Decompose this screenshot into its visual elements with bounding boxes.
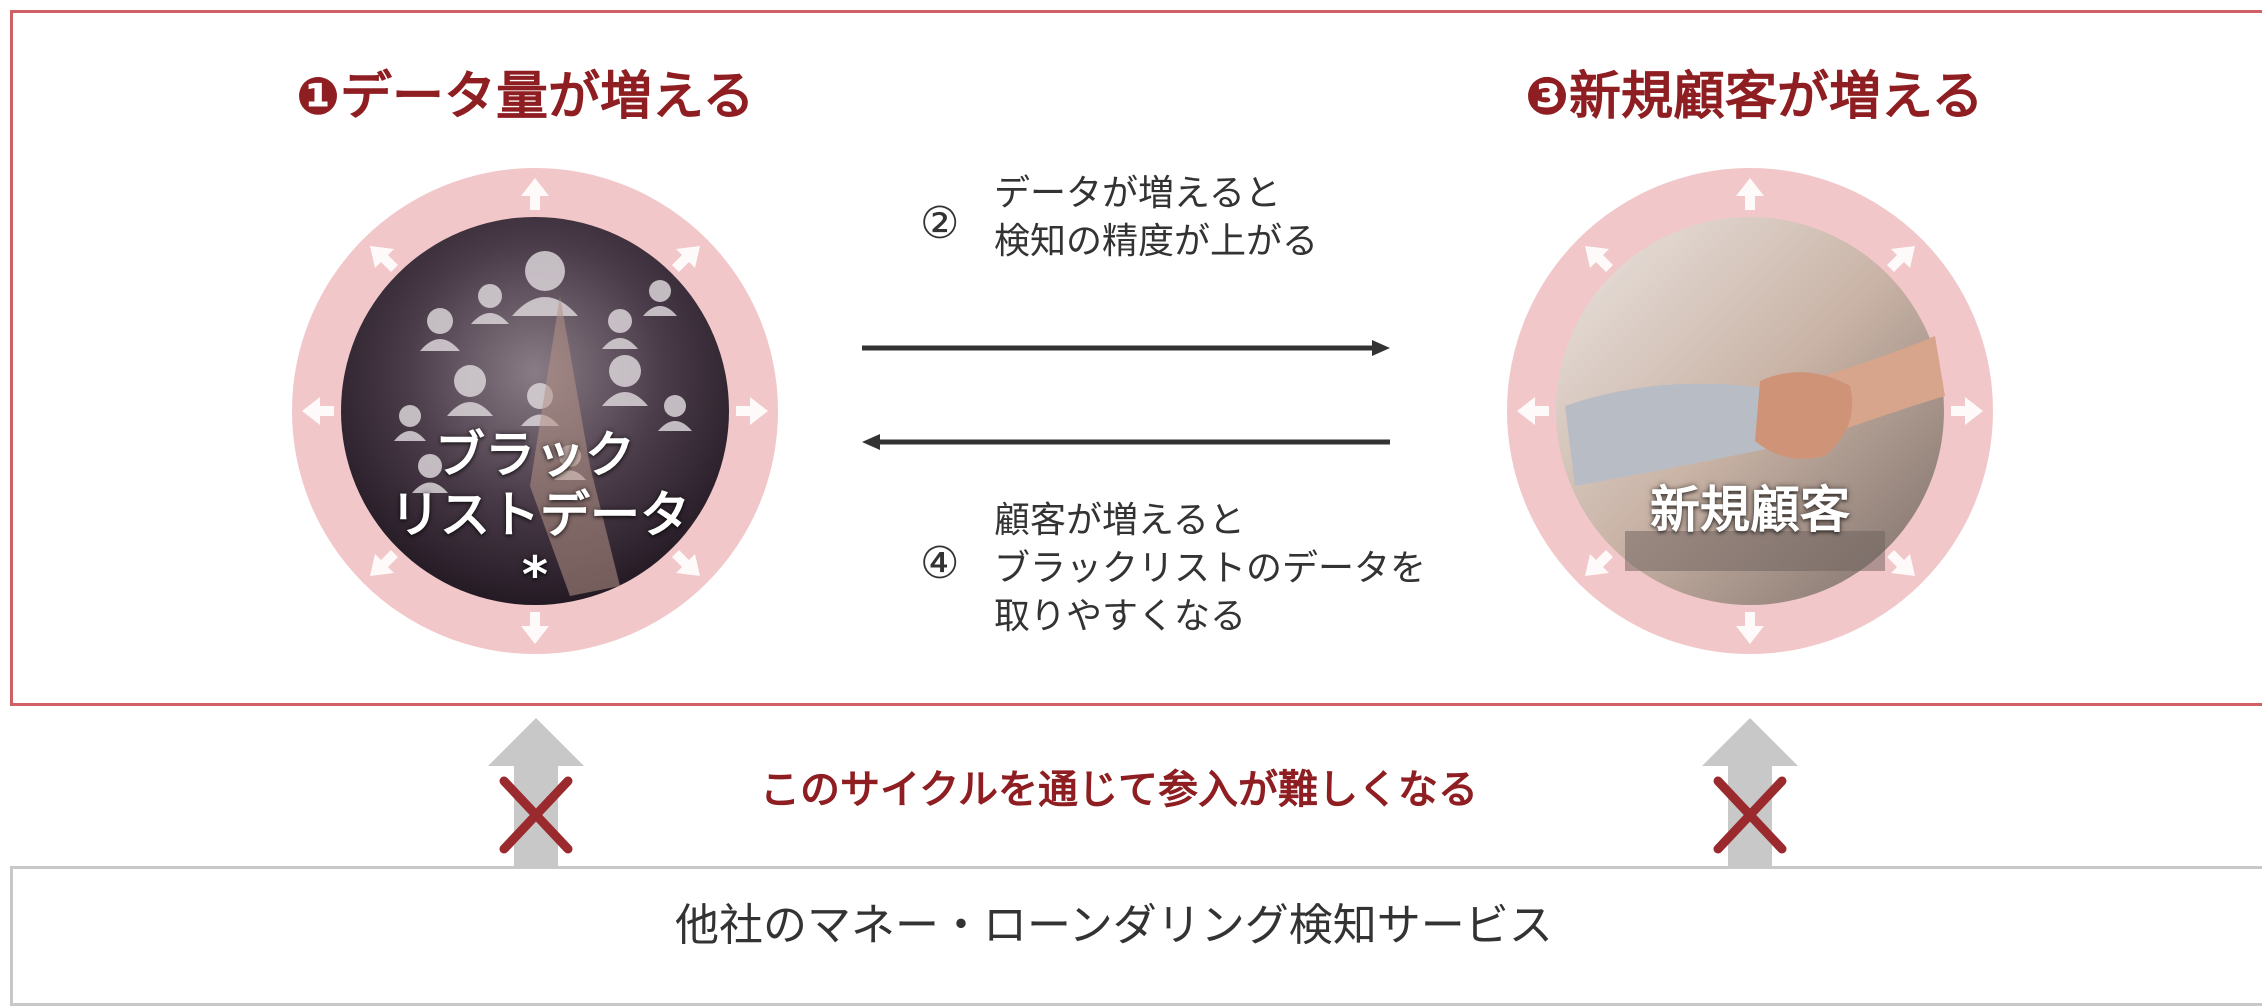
- sleeve-left: [1565, 383, 1805, 486]
- step4-line: ブラックリストのデータを: [994, 548, 1427, 589]
- arrow-down-right-icon: [1887, 550, 1915, 576]
- arrow-down-right-icon: [672, 550, 700, 576]
- person-icon: [471, 284, 509, 324]
- arrow-right-head-icon: [1372, 340, 1390, 356]
- new-customers-label: 新規顧客: [1650, 481, 1850, 539]
- arrow-down-icon: [1736, 612, 1764, 644]
- arrow-right-icon: [736, 397, 768, 425]
- up-arrow-icon: [488, 718, 584, 866]
- arrow-up-icon: [521, 178, 549, 210]
- label-line: ブラック: [435, 426, 635, 484]
- blacklist-data-ring: [292, 168, 778, 654]
- table-edge: [1625, 531, 1885, 571]
- blacklist-data-label: ブラック リストデータ *: [390, 425, 690, 605]
- step2-line: 検知の精度が上がる: [994, 221, 1319, 262]
- arrow-up-icon: [1736, 178, 1764, 210]
- ring-arrows: [1517, 178, 1983, 644]
- arrow-down-left-icon: [1585, 550, 1613, 576]
- arrow-left-icon: [302, 397, 334, 425]
- arrow-left-head-icon: [862, 434, 880, 450]
- person-icon: [412, 454, 448, 493]
- step2-description: データが増えると 検知の精度が上がる: [994, 170, 1318, 266]
- arrow-up-right-icon: [672, 246, 700, 272]
- person-icon: [447, 365, 493, 416]
- person-icon: [394, 405, 426, 441]
- step4-description: 顧客が増えると ブラックリストのデータを 取りやすくなる: [994, 497, 1426, 641]
- step2-line: データが増えると: [994, 173, 1281, 214]
- hand-silhouette: [530, 296, 620, 596]
- entry-barrier-caption: このサイクルを通じて参入が難しくなる: [760, 767, 1478, 813]
- step4-number: ④: [920, 538, 960, 589]
- step4-line: 顧客が増えると: [994, 500, 1245, 541]
- step3-heading: ❸新規顧客が増える: [1525, 67, 1984, 127]
- person-icon: [420, 308, 460, 351]
- flow-arrows: [862, 340, 1390, 450]
- person-icon: [602, 355, 648, 406]
- arrow-down-icon: [521, 612, 549, 644]
- person-icon: [643, 280, 677, 316]
- blocked-entry-arrow-left: [488, 718, 584, 866]
- step4-line: 取りやすくなる: [994, 596, 1247, 637]
- arrow-down-left-icon: [370, 550, 398, 576]
- cross-icon: [499, 776, 573, 854]
- arrow-up-left-icon: [1585, 246, 1613, 272]
- competitor-services-label: 他社のマネー・ローンダリング検知サービス: [675, 900, 1553, 951]
- arrow-right-icon: [1951, 397, 1983, 425]
- arrow-up-right-icon: [1887, 246, 1915, 272]
- new-customers-ring: [1507, 168, 1993, 654]
- person-icon: [658, 395, 692, 431]
- step2-number: ②: [920, 198, 960, 249]
- arrow-up-left-icon: [370, 246, 398, 272]
- cross-icon: [1713, 776, 1787, 854]
- label-line: リストデータ: [390, 486, 690, 544]
- step1-heading: ❶データ量が増える: [296, 67, 755, 127]
- label-line: *: [521, 546, 549, 604]
- person-icon: [602, 309, 638, 349]
- ring-arrows: [302, 178, 768, 644]
- up-arrow-icon: [1702, 718, 1798, 866]
- clasped-hands: [1755, 372, 1853, 459]
- people-icons: [394, 251, 692, 493]
- blocked-entry-arrow-right: [1702, 718, 1798, 866]
- arrow-left-icon: [1517, 397, 1549, 425]
